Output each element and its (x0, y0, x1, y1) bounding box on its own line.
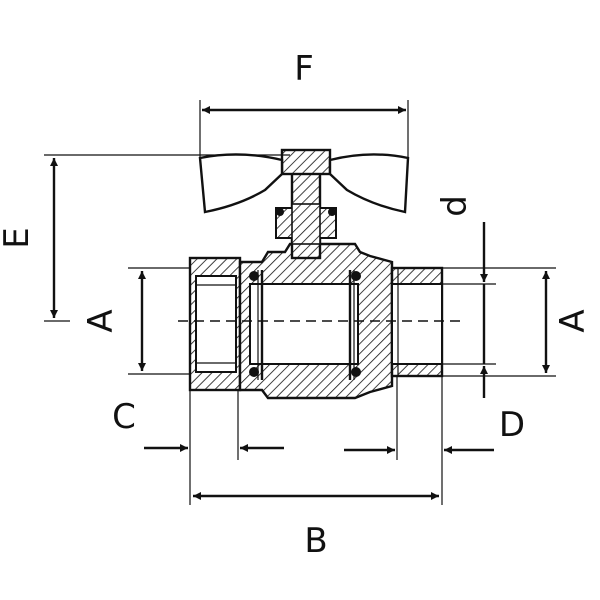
valve-body (188, 148, 444, 400)
ball-bore (249, 283, 359, 365)
butterfly-handle (198, 153, 284, 214)
dimension-d-small: d (435, 195, 496, 398)
label-a-right: A (553, 309, 593, 332)
dimension-d-upper: D (344, 376, 525, 505)
stem-seal (276, 208, 284, 216)
dimension-c: C (112, 390, 284, 505)
dimension-a-left: A (81, 267, 190, 375)
label-b: B (304, 521, 327, 561)
label-d-small: d (435, 195, 475, 217)
left-end-bore (195, 275, 237, 373)
seal-ring (249, 367, 259, 377)
label-c: C (112, 397, 136, 437)
seal-ring (249, 271, 259, 281)
label-a-left: A (81, 309, 121, 332)
dimension-e: E (0, 154, 290, 322)
label-e: E (0, 227, 37, 248)
butterfly-handle (328, 153, 410, 214)
label-f: F (294, 49, 314, 89)
stem-seal (328, 208, 336, 216)
seal-ring (351, 271, 361, 281)
dimension-f: F (199, 49, 409, 160)
right-end-bore (391, 283, 443, 365)
stem-nut (280, 148, 332, 176)
dimension-a-right: A (442, 267, 593, 377)
dimension-b: B (193, 492, 439, 561)
seal-ring (351, 367, 361, 377)
label-d-upper: D (499, 405, 525, 445)
